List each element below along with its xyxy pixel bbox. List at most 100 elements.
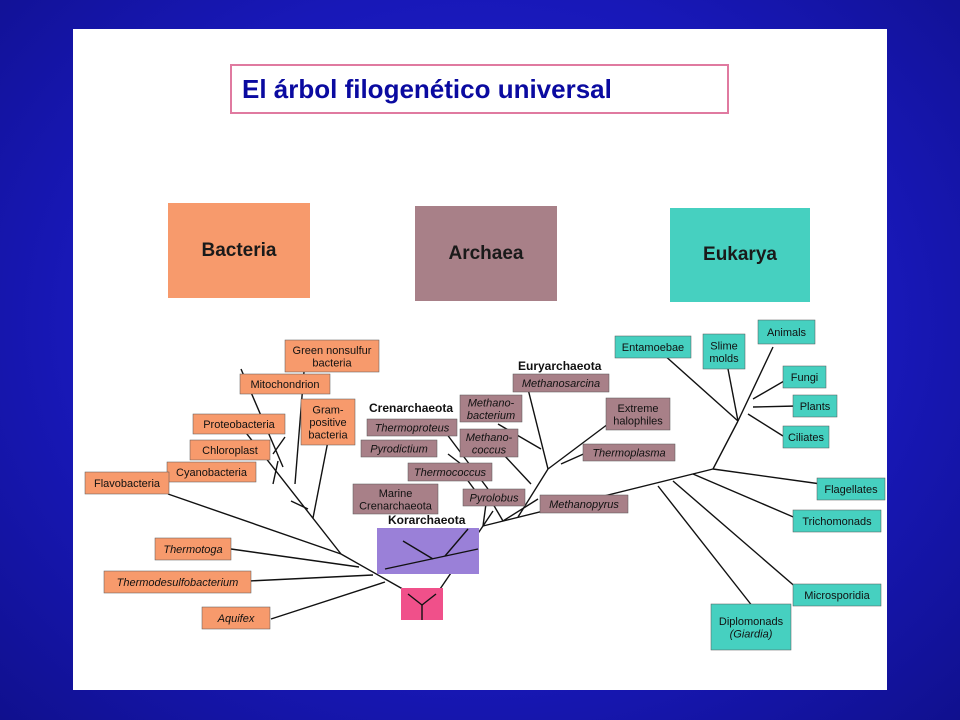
taxon-box-thermococcus <box>407 462 493 482</box>
taxon-box-flavobacteria <box>84 471 170 495</box>
taxon-box-methanococcus <box>459 428 519 458</box>
domain-archaea: Archaea <box>415 206 557 301</box>
taxon-animals: Animals <box>757 319 816 345</box>
title-box: El árbol filogenético universal <box>230 64 729 114</box>
taxon-thermococcus: Thermococcus <box>407 462 493 482</box>
branch-gram-positive <box>312 440 329 519</box>
taxon-flagellates: Flagellates <box>816 477 886 501</box>
branch-slime-molds <box>727 368 739 422</box>
taxon-box-chloroplast <box>189 439 271 461</box>
taxon-box-thermotoga <box>154 537 232 561</box>
taxon-label-gram-positive-line-3: bacteria <box>308 430 348 442</box>
branch-eury-trunk <box>517 468 549 518</box>
taxon-label-aquifex-line-1: Aquifex <box>217 613 255 625</box>
taxon-label-thermodesulfobacterium-line-1: Thermodesulfobacterium <box>117 577 239 589</box>
branch-methanopyrus <box>502 498 539 522</box>
branch-korarchaeota-2 <box>402 540 434 560</box>
taxon-thermoproteus: Thermoproteus <box>366 418 458 437</box>
taxon-label-thermotoga-line-1: Thermotoga <box>163 544 222 556</box>
taxon-box-mitochondrion <box>239 373 331 395</box>
taxon-thermoplasma: Thermoplasma <box>582 443 676 462</box>
root-branch-right <box>421 593 437 606</box>
taxon-methanobacterium: Methano-bacterium <box>459 394 523 423</box>
group-label-korarchaeota: Korarchaeota <box>388 513 466 527</box>
taxon-methanococcus: Methano-coccus <box>459 428 519 458</box>
taxon-box-slime-molds <box>702 333 746 370</box>
taxon-box-trichomonads <box>792 509 882 533</box>
taxon-methanopyrus: Methanopyrus <box>539 494 629 514</box>
taxon-box-marine-crenarchaeota <box>352 483 439 515</box>
taxon-box-methanopyrus <box>539 494 629 514</box>
taxon-label-ciliates-line-1: Ciliates <box>788 432 825 444</box>
domain-label-bacteria: Bacteria <box>202 240 277 261</box>
taxon-cyanobacteria: Cyanobacteria <box>166 461 257 483</box>
phylogenetic-tree-diagram: Bacteria Archaea Eukarya <box>84 203 886 651</box>
branch-flavobacteria <box>167 493 342 555</box>
taxon-flavobacteria: Flavobacteria <box>84 471 170 495</box>
branch-chloroplast <box>272 460 279 485</box>
domain-box-eukarya <box>670 208 810 302</box>
taxon-label-diplomonads-line-1: Diplomonads <box>719 616 784 628</box>
taxon-label-methanococcus-line-2: coccus <box>472 444 507 456</box>
branch-thermococcus <box>492 503 504 522</box>
taxon-proteobacteria: Proteobacteria <box>192 413 286 435</box>
domain-eukarya: Eukarya <box>670 208 810 302</box>
taxon-chloroplast: Chloroplast <box>189 439 271 461</box>
branch-plants <box>752 405 798 408</box>
branch-pyrolobus-join <box>482 510 494 527</box>
branch-korarchaeota-3 <box>444 528 469 557</box>
taxon-mitochondrion: Mitochondrion <box>239 373 331 395</box>
taxon-label-mitochondrion-line-1: Mitochondrion <box>250 379 319 391</box>
branch-extreme-halophiles <box>547 423 609 470</box>
taxon-box-flagellates <box>816 477 886 501</box>
taxon-label-green-nonsulfur-line-1: Green nonsulfur <box>293 345 372 357</box>
taxon-box-microsporidia <box>792 583 882 607</box>
taxon-label-trichomonads-line-1: Trichomonads <box>802 516 872 528</box>
taxon-ciliates: Ciliates <box>782 425 830 449</box>
domain-label-archaea: Archaea <box>449 243 524 264</box>
branch-ciliates <box>747 413 784 437</box>
taxon-label-green-nonsulfur-line-2: bacteria <box>312 357 352 369</box>
page-title: El árbol filogenético universal <box>242 73 612 104</box>
taxon-label-fungi-line-1: Fungi <box>791 372 819 384</box>
taxon-label-slime-molds-line-1: Slime <box>710 340 738 352</box>
taxon-box-entamoebae <box>614 335 692 359</box>
taxon-label-gram-positive-line-1: Gram- <box>312 405 344 417</box>
taxon-box-diplomonads <box>710 603 792 651</box>
korarchaeota-group: Korarchaeota <box>377 513 479 574</box>
taxon-label-slime-molds-line-2: molds <box>709 353 739 365</box>
taxon-methanosarcina: Methanosarcina <box>512 373 610 393</box>
taxon-box-ciliates <box>782 425 830 449</box>
taxon-label-methanobacterium-line-1: Methano- <box>468 397 515 409</box>
taxon-label-cyanobacteria-line-1: Cyanobacteria <box>176 467 248 479</box>
taxon-label-flagellates-line-1: Flagellates <box>824 484 878 496</box>
taxon-aquifex: Aquifex <box>201 606 271 630</box>
domain-box-archaea <box>415 206 557 301</box>
taxon-label-entamoebae-line-1: Entamoebae <box>622 342 684 354</box>
taxon-label-diplomonads-line-2: (Giardia) <box>730 628 773 640</box>
branch-thermodesulfobacterium <box>248 574 374 582</box>
branch-methanococcus <box>502 453 532 485</box>
domain-bacteria: Bacteria <box>168 203 310 298</box>
taxon-label-gram-positive-line-2: positive <box>309 417 346 429</box>
branch-flagellates <box>712 468 822 485</box>
taxon-label-marine-crenarchaeota-line-1: Marine <box>379 488 413 500</box>
taxon-box-plants <box>792 394 838 418</box>
taxon-box-thermoproteus <box>366 418 458 437</box>
taxon-label-extreme-halophiles-line-1: Extreme <box>618 403 659 415</box>
taxon-box-thermoplasma <box>582 443 676 462</box>
taxon-fungi: Fungi <box>782 365 827 389</box>
group-label-euryarchaeota: Euryarchaeota <box>518 359 602 373</box>
taxon-box-thermodesulfobacterium <box>103 570 252 594</box>
domain-box-bacteria <box>168 203 310 298</box>
taxon-label-methanosarcina-line-1: Methanosarcina <box>522 378 600 390</box>
branch-entamoebae <box>662 353 739 422</box>
taxon-entamoebae: Entamoebae <box>614 335 692 359</box>
taxon-label-pyrolobus-line-1: Pyrolobus <box>470 493 519 505</box>
taxon-label-extreme-halophiles-line-2: halophiles <box>613 415 663 427</box>
taxon-plants: Plants <box>792 394 838 418</box>
taxon-label-proteobacteria-line-1: Proteobacteria <box>203 419 275 431</box>
